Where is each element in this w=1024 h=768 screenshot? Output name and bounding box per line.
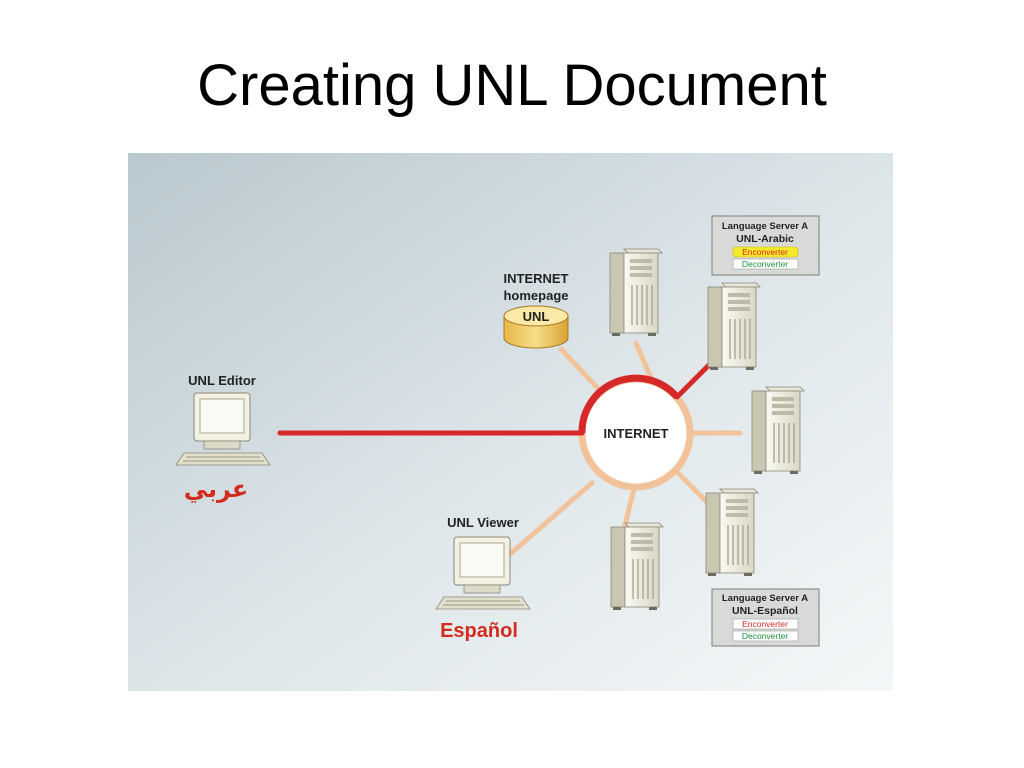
language-server-arabic-box: Language Server A UNL-Arabic Enconverter… <box>711 215 820 276</box>
server-arabic-deconverter: Deconverter <box>742 259 788 269</box>
server-espanol-name: UNL-Español <box>732 605 798 617</box>
homepage-line1: INTERNET <box>504 271 569 286</box>
network-diagram: INTERNET UNL INTERNET homepage Language … <box>128 153 893 691</box>
server-arabic-title: Language Server A <box>722 221 808 232</box>
homepage-disk-icon <box>503 305 569 349</box>
editor-label: UNL Editor <box>188 373 256 388</box>
slide-title: Creating UNL Document <box>197 53 827 118</box>
language-server-espanol-box: Language Server A UNL-Español Enconverte… <box>711 588 820 647</box>
active-links <box>277 360 714 436</box>
server-espanol-enconverter: Enconverter <box>742 619 788 629</box>
homepage-disk-label: UNL <box>523 309 550 324</box>
server-espanol-title: Language Server A <box>722 593 808 604</box>
link-viewer <box>506 480 595 558</box>
viewer-language: Español <box>440 620 518 642</box>
homepage-line2: homepage <box>503 288 568 303</box>
server-tower-icon <box>707 282 761 371</box>
server-tower-icon <box>609 248 663 337</box>
link-server-arabic <box>674 360 714 400</box>
server-arabic-enconverter: Enconverter <box>742 247 788 257</box>
editor-language: عربي <box>184 475 249 503</box>
link-homepage <box>558 346 607 398</box>
server-tower-icon <box>705 488 759 577</box>
internet-hub-active-arc <box>578 374 680 434</box>
inactive-links <box>506 340 743 558</box>
link-server-4 <box>675 470 713 508</box>
hub-label: INTERNET <box>604 426 669 441</box>
server-tower-icon <box>610 522 664 611</box>
server-espanol-deconverter: Deconverter <box>742 631 788 641</box>
server-tower-icon <box>751 386 805 475</box>
server-arabic-name: UNL-Arabic <box>736 233 794 245</box>
viewer-label: UNL Viewer <box>447 515 519 530</box>
